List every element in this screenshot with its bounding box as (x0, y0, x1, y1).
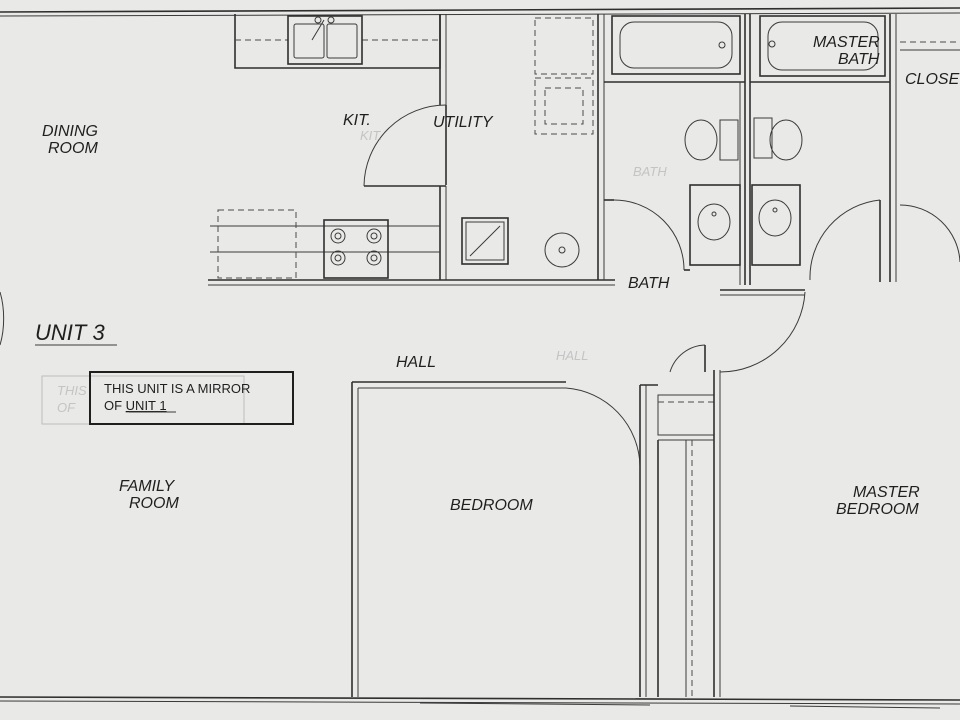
kitchen-door-swing (363, 104, 447, 187)
label-master-bath-line2: BATH (838, 51, 880, 68)
bedroom-door-swing (565, 387, 641, 467)
kitchen-utility-partition (363, 14, 447, 280)
closet-door-swing (899, 204, 960, 263)
ghost-label-hall: HALL (556, 348, 589, 363)
label-closet: CLOSE (905, 71, 960, 88)
hall-closet-door-swing (669, 344, 706, 373)
master-bath (720, 14, 897, 296)
label-hall: HALL (396, 354, 436, 371)
mirror-note-box (89, 371, 294, 425)
ghost-label-kit: KIT. (360, 128, 383, 143)
master-bath-toilet (769, 119, 803, 161)
ghost-label-bath: BATH (633, 164, 667, 179)
unit-title: UNIT 3 (35, 320, 105, 345)
bath (604, 14, 746, 285)
label-utility: UTILITY (433, 114, 494, 131)
closet (899, 41, 960, 263)
kitchen-south-wall (208, 279, 615, 286)
exterior-walls (0, 7, 960, 709)
mirror-note-prefix: OF (104, 398, 126, 413)
kitchen-lower-counter (210, 209, 440, 279)
label-bath: BATH (628, 275, 670, 292)
hall-closet (657, 344, 721, 697)
mirror-note-line1: THIS UNIT IS A MIRROR (104, 381, 250, 396)
bath-tub (611, 15, 741, 75)
label-dining-line2: ROOM (48, 140, 98, 157)
master-bath-door-swing (809, 199, 881, 281)
label-kitchen: KIT. (343, 112, 371, 129)
mirror-note-line2: OF UNIT 1 (104, 398, 167, 413)
label-master-bedroom-line1: MASTER (853, 484, 920, 501)
utility-shelf (534, 17, 594, 75)
bedroom-walls (351, 381, 658, 697)
master-bath-tub (759, 15, 886, 77)
ghost-note-line1: THIS (57, 383, 87, 398)
label-master-bedroom-line2: BEDROOM (836, 501, 919, 518)
floor-drain (544, 232, 580, 268)
bath-toilet (684, 119, 718, 161)
label-master-bath-line1: MASTER (813, 34, 880, 51)
refrigerator (217, 209, 297, 279)
label-family-line1: FAMILY (119, 478, 175, 495)
label-dining-line1: DINING (42, 123, 98, 140)
label-bedroom: BEDROOM (450, 497, 533, 514)
mirror-note-unit-link: UNIT 1 (126, 398, 167, 413)
water-heater (461, 217, 509, 265)
master-bedroom-door-swing (719, 291, 806, 373)
master-bedroom-door (719, 291, 806, 373)
range (323, 219, 389, 279)
label-family-line2: ROOM (129, 495, 179, 512)
ghost-note-line2: OF (57, 400, 76, 415)
utility-room (461, 14, 605, 280)
master-bath-vanity (751, 184, 801, 266)
dining-door-swing (0, 291, 5, 346)
bath-vanity (689, 184, 741, 266)
kitchen-sink (287, 15, 363, 65)
bath-door-swing (613, 199, 685, 271)
